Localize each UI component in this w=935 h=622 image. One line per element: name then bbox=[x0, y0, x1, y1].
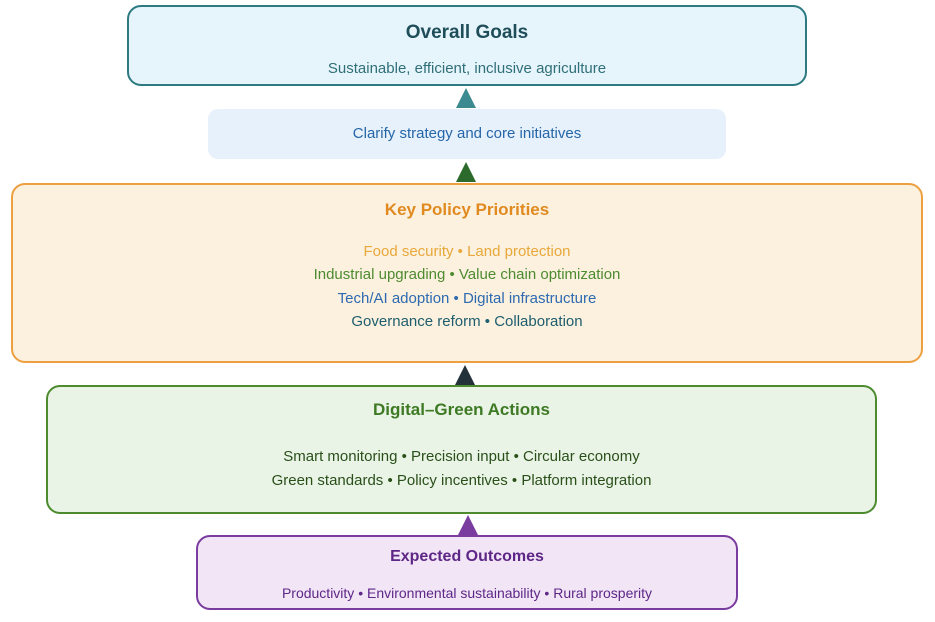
priority-line: Food security • Land protection bbox=[363, 243, 571, 260]
action-line: Green standards • Policy incentives • Pl… bbox=[271, 472, 652, 489]
priority-line: Tech/AI adoption • Digital infrastructur… bbox=[337, 290, 597, 307]
priority-line: Governance reform • Collaboration bbox=[351, 313, 583, 330]
action-line: Smart monitoring • Precision input • Cir… bbox=[283, 448, 640, 465]
up-arrow-icon bbox=[458, 515, 478, 535]
up-arrow-icon bbox=[456, 162, 476, 182]
up-arrow-icon bbox=[456, 88, 476, 108]
strategy-box: Clarify strategy and core initiatives bbox=[208, 109, 726, 159]
expected-outcomes-title: Expected Outcomes bbox=[390, 548, 544, 565]
priority-line: Industrial upgrading • Value chain optim… bbox=[313, 266, 621, 283]
key-policy-priorities-title: Key Policy Priorities bbox=[384, 200, 550, 219]
expected-outcomes-subtitle: Productivity • Environmental sustainabil… bbox=[281, 585, 653, 601]
up-arrow-icon bbox=[455, 365, 475, 385]
digital-green-actions-title: Digital–Green Actions bbox=[373, 400, 550, 419]
overall-goals-box: Overall Goals Sustainable, efficient, in… bbox=[127, 5, 807, 86]
expected-outcomes-box: Expected Outcomes Productivity • Environ… bbox=[196, 535, 738, 610]
overall-goals-subtitle: Sustainable, efficient, inclusive agricu… bbox=[327, 60, 607, 77]
strategy-text: Clarify strategy and core initiatives bbox=[352, 125, 582, 142]
digital-green-actions-box: Digital–Green Actions Smart monitoring •… bbox=[46, 385, 877, 514]
key-policy-priorities-box: Key Policy Priorities Food security • La… bbox=[11, 183, 923, 363]
overall-goals-title: Overall Goals bbox=[405, 22, 529, 43]
